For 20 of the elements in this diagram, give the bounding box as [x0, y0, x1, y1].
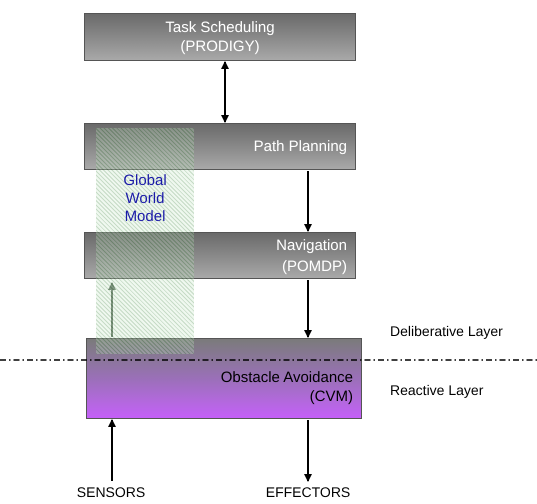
layer-label: Deliberative Layer [390, 322, 503, 341]
io-label: EFFECTORS [266, 482, 350, 502]
process-box [84, 232, 356, 279]
node-label: Obstacle Avoidance (CVM) [220, 368, 353, 406]
arrow [108, 282, 116, 337]
arrow [108, 419, 116, 481]
node-label: Task Scheduling (PRODIGY) [164, 18, 276, 56]
node-label: Path Planning [254, 137, 347, 156]
arrow [304, 171, 312, 232]
arrow [221, 61, 229, 123]
io-label: SENSORS [76, 482, 146, 502]
node-label: Navigation (POMDP) [275, 236, 347, 276]
process-box [84, 123, 356, 170]
node-label: Global World Model [122, 172, 168, 226]
arrow [304, 420, 312, 482]
world-model-band [96, 128, 194, 354]
layer-label: Reactive Layer [390, 381, 484, 400]
process-box [86, 338, 362, 419]
process-box [84, 13, 356, 61]
arrow [304, 280, 312, 338]
